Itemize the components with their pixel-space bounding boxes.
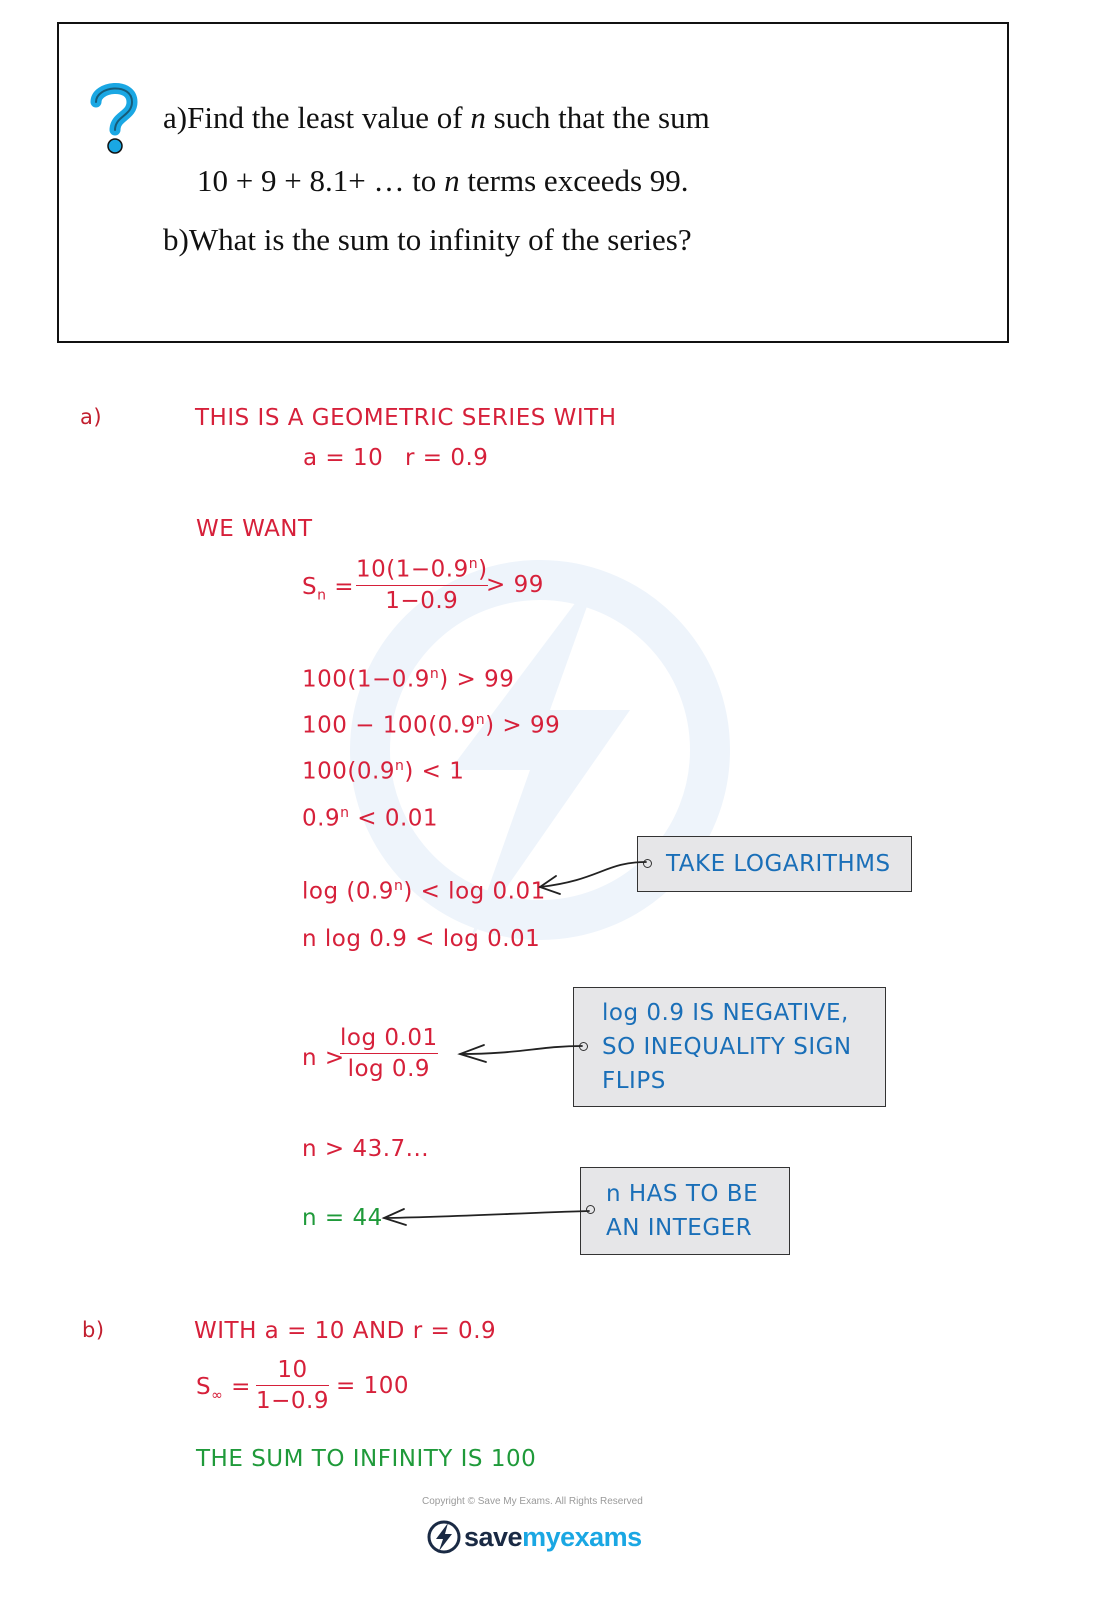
copyright-text: Copyright © Save My Exams. All Rights Re… <box>422 1496 643 1507</box>
lightning-logo-icon <box>427 1520 461 1554</box>
arrow-negative <box>459 1045 583 1055</box>
step-2: 100 − 100(0.9n) > 99 <box>302 712 561 739</box>
log-fraction: log 0.01 log 0.9 <box>340 1025 438 1082</box>
n-answer: n = 44 <box>302 1205 383 1231</box>
a-value: a = 10 <box>303 445 384 471</box>
sn-lhs: Sn = <box>302 574 355 604</box>
s-infinity-result: = 100 <box>336 1373 409 1399</box>
we-want-label: WE WANT <box>196 516 313 542</box>
solution-b-label: b) <box>82 1318 105 1342</box>
note-negative-line1: log 0.9 IS NEGATIVE, <box>602 1000 849 1026</box>
note-negative-line3: FLIPS <box>602 1068 666 1094</box>
note-integer-line2: AN INTEGER <box>606 1215 753 1241</box>
solution-a-label: a) <box>80 405 103 429</box>
sn-fraction: 10(1−0.9n) 1−0.9 <box>356 556 488 614</box>
note-negative-line2: SO INEQUALITY SIGN <box>602 1034 852 1060</box>
logo-text-save: save <box>464 1521 523 1552</box>
tag-hole <box>643 859 652 868</box>
n-greater-than: n > <box>302 1045 345 1071</box>
step-5: log (0.9n) < log 0.01 <box>302 878 546 905</box>
s-infinity-fraction: 10 1−0.9 <box>256 1357 329 1414</box>
watermark-logo <box>350 560 730 940</box>
arrow-negative-head <box>457 1044 487 1063</box>
logo-text-my: my <box>522 1521 561 1552</box>
arrow-integer <box>383 1210 590 1219</box>
solution-a-intro: THIS IS A GEOMETRIC SERIES WITH <box>195 405 617 431</box>
question-part-a-line1: a)Find the least value of n such that th… <box>163 100 710 135</box>
question-part-b: b)What is the sum to infinity of the ser… <box>163 222 692 257</box>
note-negative-log: log 0.9 IS NEGATIVE, SO INEQUALITY SIGN … <box>573 987 886 1107</box>
question-part-a-line2: 10 + 9 + 8.1+ … to n terms exceeds 99. <box>197 163 689 198</box>
sn-rhs: > 99 <box>486 572 544 598</box>
note-integer: n HAS TO BE AN INTEGER <box>580 1167 790 1255</box>
question-mark-icon <box>88 78 140 162</box>
n-approx: n > 43.7... <box>302 1136 430 1162</box>
note-take-logarithms-text: TAKE LOGARITHMS <box>666 851 891 877</box>
footer-logo: savemyexams <box>426 1519 642 1555</box>
s-infinity-lhs: S∞ = <box>196 1374 251 1404</box>
arrow-integer-head <box>381 1208 407 1226</box>
solution-b-intro: WITH a = 10 AND r = 0.9 <box>194 1318 497 1344</box>
question-box <box>57 22 1009 343</box>
note-take-logarithms: TAKE LOGARITHMS <box>637 836 912 892</box>
note-integer-line1: n HAS TO BE <box>606 1181 759 1207</box>
step-4: 0.9n < 0.01 <box>302 805 439 832</box>
solution-b-conclusion: THE SUM TO INFINITY IS 100 <box>196 1446 537 1472</box>
logo-text-exams: exams <box>560 1521 642 1552</box>
step-1: 100(1−0.9n) > 99 <box>302 666 515 693</box>
step-3: 100(0.9n) < 1 <box>302 758 465 785</box>
r-value: r = 0.9 <box>405 445 489 471</box>
step-6: n log 0.9 < log 0.01 <box>302 926 541 952</box>
tag-hole <box>579 1042 588 1051</box>
tag-hole <box>586 1205 595 1214</box>
